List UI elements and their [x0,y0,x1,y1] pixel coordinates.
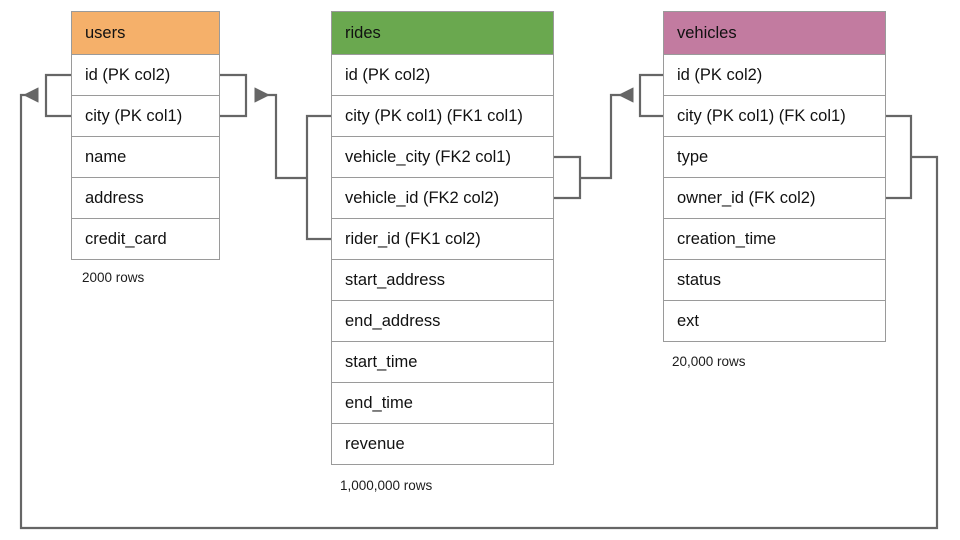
column-row[interactable]: vehicle_id (FK2 col2) [332,178,553,219]
column-row[interactable]: status [664,260,885,301]
row-count-caption-rides: 1,000,000 rows [340,478,433,493]
column-row[interactable]: start_time [332,342,553,383]
column-row[interactable]: name [72,137,219,178]
connector-rides-to-vehicles [580,87,634,180]
column-row[interactable]: ext [664,301,885,342]
table-header-rides: rides [332,12,553,55]
column-row[interactable]: city (PK col1) (FK col1) [664,96,885,137]
connector-vehicles-left-bracket [638,73,663,118]
column-row[interactable]: type [664,137,885,178]
connector-users-right-bracket [220,73,248,118]
column-row[interactable]: start_address [332,260,553,301]
column-row[interactable]: end_time [332,383,553,424]
column-row[interactable]: city (PK col1) (FK1 col1) [332,96,553,137]
column-row[interactable]: creation_time [664,219,885,260]
entity-table-rides[interactable]: rides id (PK col2) city (PK col1) (FK1 c… [331,11,554,465]
connector-rides-to-users [254,87,307,180]
entity-table-users[interactable]: users id (PK col2) city (PK col1) name a… [71,11,220,260]
row-count-caption-users: 2000 rows [82,270,145,285]
entity-table-vehicles[interactable]: vehicles id (PK col2) city (PK col1) (FK… [663,11,886,342]
column-row[interactable]: revenue [332,424,553,465]
column-row[interactable]: credit_card [72,219,219,260]
row-count-caption-vehicles: 20,000 rows [672,354,746,369]
table-header-users: users [72,12,219,55]
column-row[interactable]: vehicle_city (FK2 col1) [332,137,553,178]
column-row[interactable]: id (PK col2) [72,55,219,96]
connector-rides-right-bracket [554,155,582,200]
connector-users-left-bracket [44,73,71,118]
column-row[interactable]: end_address [332,301,553,342]
table-header-vehicles: vehicles [664,12,885,55]
column-row[interactable]: id (PK col2) [664,55,885,96]
connector-vehicles-right-bracket [886,114,913,200]
connector-rides-left-bracket [305,114,331,241]
column-row[interactable]: city (PK col1) [72,96,219,137]
column-row[interactable]: id (PK col2) [332,55,553,96]
column-row[interactable]: owner_id (FK col2) [664,178,885,219]
column-row[interactable]: address [72,178,219,219]
column-row[interactable]: rider_id (FK1 col2) [332,219,553,260]
